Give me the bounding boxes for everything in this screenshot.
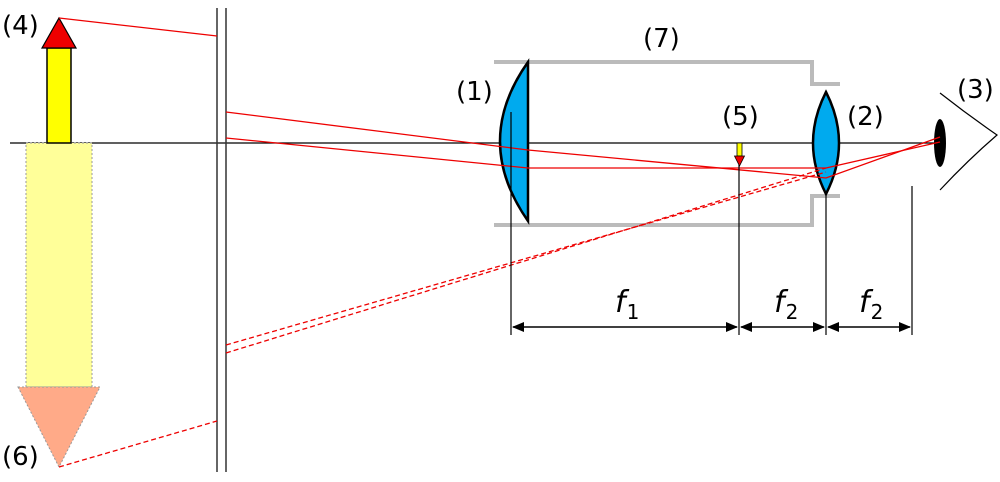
label-eye: (3) <box>957 75 994 105</box>
label-objective-lens: (1) <box>456 77 493 107</box>
label-tube: (7) <box>643 24 680 54</box>
ray-top-object <box>58 17 218 37</box>
label-virtual-image: (6) <box>2 442 39 472</box>
object-arrow-body <box>46 47 72 144</box>
object-arrow <box>40 16 78 144</box>
light-rays <box>58 17 941 179</box>
dimension-guides <box>510 112 913 335</box>
virtual-image-arrow <box>17 142 101 469</box>
virtual-image-body <box>25 142 93 388</box>
label-object: (4) <box>2 11 39 41</box>
eye-icon <box>934 92 998 191</box>
eyepiece-lens <box>811 89 841 197</box>
eye-pupil <box>934 119 946 167</box>
ray-lower <box>225 137 941 169</box>
dimension-f1-label: f1 <box>615 285 639 324</box>
ray-upper <box>225 111 941 179</box>
dimension-f2a-label: f2 <box>774 285 798 324</box>
label-eyepiece-lens: (2) <box>847 102 884 132</box>
virtual-rays <box>58 167 827 468</box>
virtual-image-head <box>17 386 101 469</box>
dimension-f2b-label: f2 <box>859 285 883 324</box>
intermediate-image-arrow <box>733 142 746 167</box>
separator-double-line <box>216 8 227 472</box>
label-intermediate-image: (5) <box>722 102 759 132</box>
objective-lens <box>498 58 530 225</box>
object-arrow-head <box>40 16 78 49</box>
